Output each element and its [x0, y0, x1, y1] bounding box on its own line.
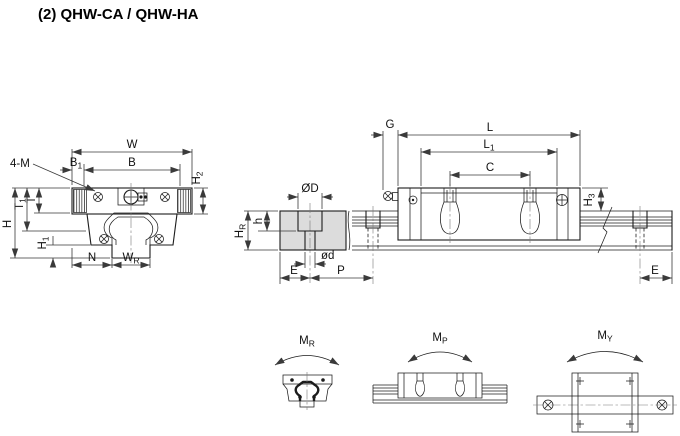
side-carriage [383, 184, 581, 243]
side-view: G L L1 C H3 ØD h HR ød [234, 119, 673, 284]
fitting-dot [139, 195, 143, 199]
front-rail [111, 183, 151, 265]
moment-arrow-mp [407, 351, 473, 363]
raceway-contour-inner [108, 216, 154, 245]
moment-arrow-mr [274, 355, 340, 366]
dim-label-wr: WR [123, 252, 140, 266]
dim-label-hsmall: h [253, 218, 265, 224]
dim-label-h1: H1 [37, 236, 51, 249]
nipple-cross [384, 192, 392, 200]
dim-label-h3: H3 [583, 193, 597, 206]
carriage-outline [397, 187, 581, 241]
dim-label-b1: B1 [70, 157, 83, 171]
dim-label-h2: H2 [191, 171, 205, 184]
dim-label-l1: L1 [483, 139, 494, 153]
mini-front-view [282, 372, 333, 410]
section-break-line [347, 210, 351, 251]
carriage-body [86, 213, 178, 246]
dim-label-hr: HR [234, 224, 248, 238]
moment-label-my: MY [597, 330, 613, 344]
front-dimensions: W B B1 4-M H2 T T1 H H1 N WR [2, 139, 208, 268]
front-carriage [71, 187, 193, 246]
bolt-hole-2 [519, 184, 541, 243]
leader-4m [32, 163, 96, 192]
dim-label-n: N [88, 252, 96, 264]
rail-groove-lines-left [352, 210, 398, 227]
moment-mr: MR [274, 335, 340, 410]
side-rail [279, 203, 673, 284]
ext-lines-g-l [382, 130, 581, 190]
moment-label-mr: MR [299, 335, 315, 349]
counterbore-hole [297, 210, 323, 251]
rail-groove-lines-right [580, 210, 672, 227]
mini-side-view [372, 372, 508, 404]
dim-label-t: T [26, 196, 38, 203]
moment-diagrams: MR MP M [274, 330, 677, 433]
dim-label-g: G [386, 119, 395, 131]
mini-top-view [533, 372, 677, 433]
moment-my: MY [533, 330, 677, 433]
front-view: W B B1 4-M H2 T T1 H H1 N WR [2, 139, 208, 268]
side-dimensions: G L L1 C H3 ØD h HR ød [234, 119, 673, 284]
dim-label-w: W [127, 139, 138, 151]
mounting-screws [93, 192, 170, 244]
page-title: (2) QHW-CA / QHW-HA [38, 6, 199, 23]
dim-label-dbig: ØD [301, 183, 318, 195]
end-cap-port-dot [411, 198, 415, 202]
side-screw-cross [556, 194, 568, 206]
dim-label-c: C [486, 162, 494, 174]
carriage-flange [71, 187, 193, 215]
moment-mp: MP [372, 332, 508, 404]
dim-label-p: P [337, 265, 345, 277]
ext-lines-h2 [194, 187, 208, 215]
dim-label-e-right: E [651, 265, 659, 277]
fitting-dot [143, 195, 148, 199]
flange-hatch-right [177, 189, 191, 213]
end-cap-port [408, 195, 418, 205]
dim-label-t1: T1 [14, 198, 28, 210]
dim-label-l: L [487, 122, 494, 134]
rail-hole-3-hidden [635, 228, 645, 250]
flange-hatch-left [73, 189, 87, 213]
nipple-stem [392, 192, 399, 201]
dim-label-b: B [128, 157, 136, 169]
moment-arrow-my [566, 351, 644, 363]
rail-bottom-lines [352, 245, 672, 251]
end-cap-lines [409, 188, 569, 240]
moment-label-mp: MP [432, 332, 448, 346]
dim-label-h: H [2, 220, 14, 228]
dim-label-dsmall: ød [321, 250, 334, 262]
rail-hole-2-hidden [367, 228, 379, 250]
bolt-hole-1 [439, 184, 461, 243]
dim-label-e-left: E [290, 265, 298, 277]
dim-label-4m: 4-M [10, 158, 30, 170]
rail-break-zigzag [597, 206, 613, 254]
